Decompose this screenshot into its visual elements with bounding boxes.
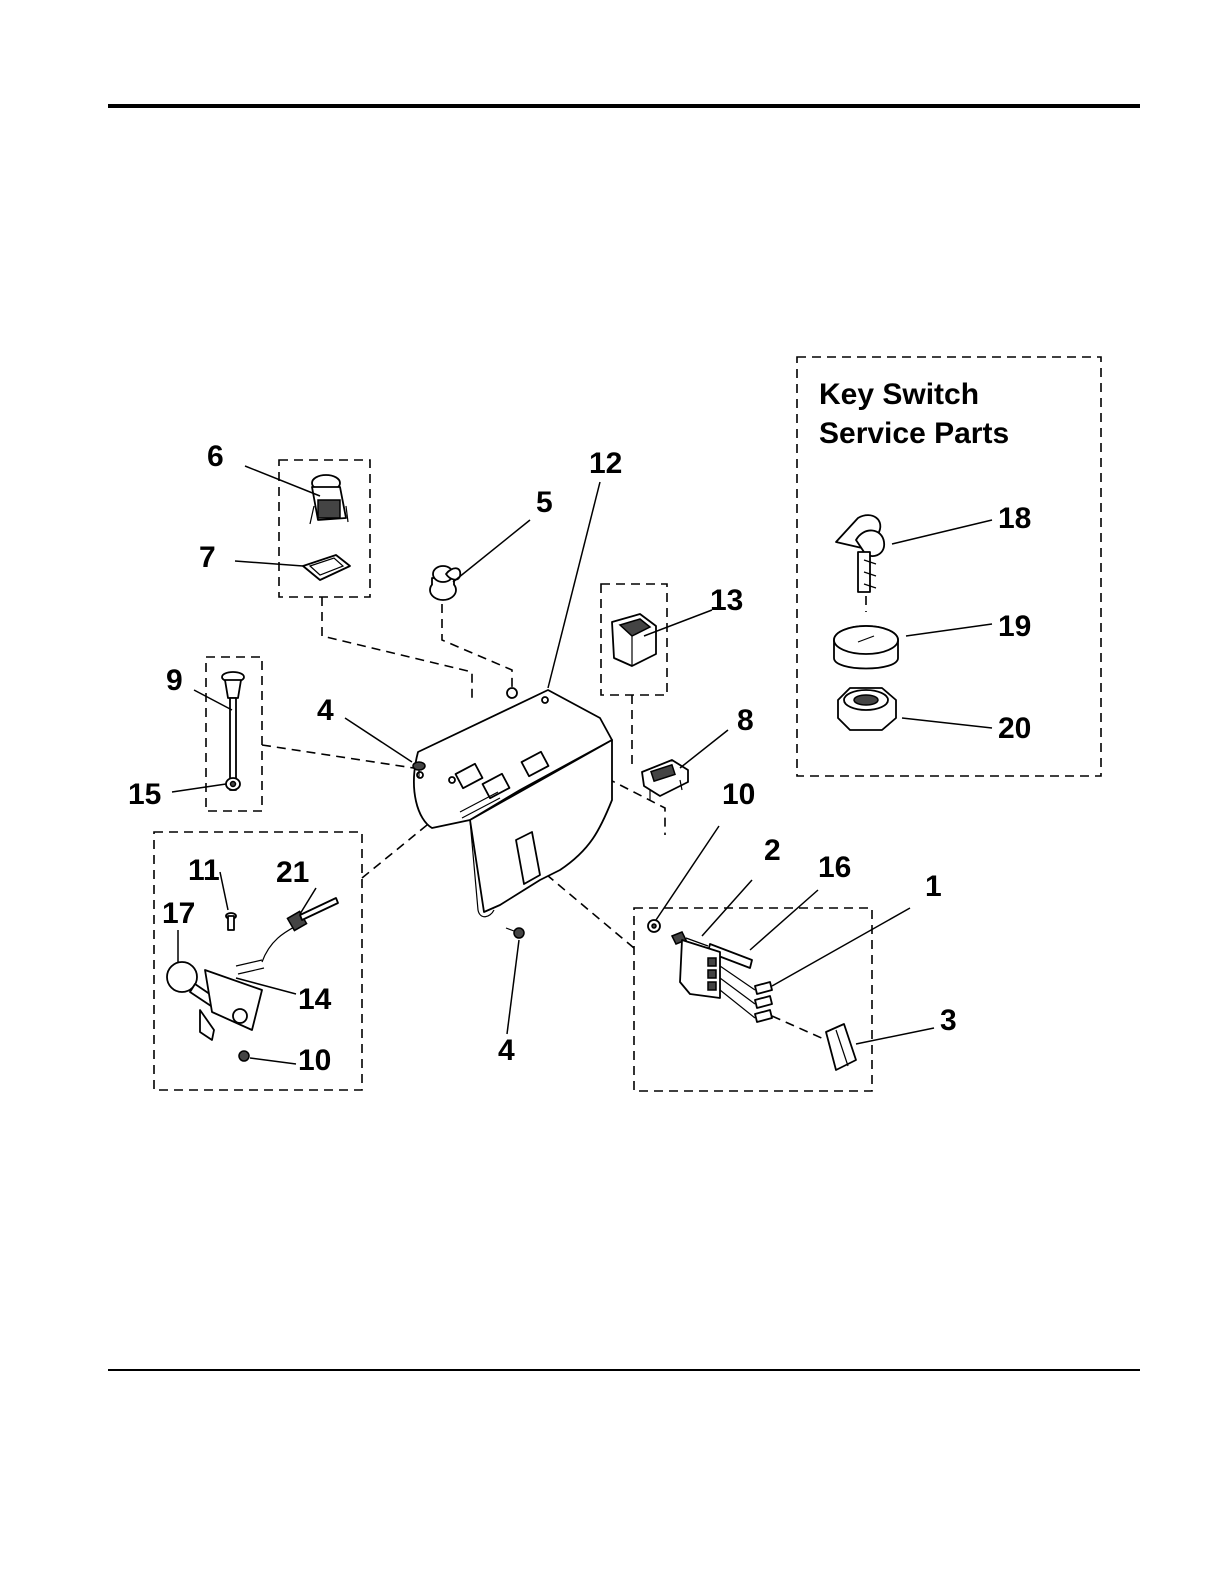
callout-12: 12 bbox=[589, 447, 622, 480]
part-10-nut-connector bbox=[648, 920, 660, 932]
leader-4-upper bbox=[345, 718, 412, 762]
part-21-cable bbox=[262, 898, 338, 962]
callout-20: 20 bbox=[998, 712, 1031, 745]
callout-6: 6 bbox=[207, 440, 224, 473]
part-7-bezel bbox=[303, 555, 350, 580]
callout-16: 16 bbox=[818, 851, 851, 884]
assembly-line-cover bbox=[772, 1016, 826, 1040]
assembly-line-5 bbox=[442, 604, 512, 690]
callout-14: 14 bbox=[298, 983, 332, 1016]
callout-4-upper: 4 bbox=[317, 694, 334, 727]
part-10-nut-throttle bbox=[239, 1051, 249, 1061]
leader-19 bbox=[906, 624, 992, 636]
callout-5: 5 bbox=[536, 486, 553, 519]
callout-2: 2 bbox=[764, 834, 781, 867]
callout-3: 3 bbox=[940, 1004, 957, 1037]
callout-15: 15 bbox=[128, 778, 161, 811]
part-9-choke bbox=[222, 672, 244, 790]
part-13-rocker-switch bbox=[612, 614, 656, 666]
part-11-screw bbox=[226, 913, 236, 930]
assembly-line-connector bbox=[535, 865, 634, 948]
key-switch-title-line2: Service Parts bbox=[819, 417, 1009, 450]
callout-17: 17 bbox=[162, 897, 195, 930]
leader-7 bbox=[235, 561, 303, 566]
leader-15 bbox=[172, 784, 226, 792]
leader-10-throttle bbox=[250, 1058, 296, 1064]
callout-18: 18 bbox=[998, 502, 1031, 535]
callout-1: 1 bbox=[925, 870, 942, 903]
leader-4-lower bbox=[507, 940, 519, 1034]
callout-13: 13 bbox=[710, 584, 743, 617]
part-6-switch bbox=[310, 475, 348, 524]
leader-5 bbox=[453, 520, 530, 582]
control-panel bbox=[414, 688, 612, 917]
leader-12 bbox=[548, 482, 600, 688]
callout-10-throttle: 10 bbox=[298, 1044, 331, 1077]
leader-1 bbox=[772, 908, 910, 986]
callout-4-lower: 4 bbox=[498, 1034, 515, 1067]
leader-8 bbox=[680, 730, 728, 768]
leader-16 bbox=[750, 890, 818, 950]
assembly-line-6 bbox=[322, 597, 472, 700]
leader-20 bbox=[902, 718, 992, 728]
leader-3 bbox=[856, 1028, 934, 1044]
leader-6 bbox=[245, 466, 320, 496]
leader-10-connector bbox=[656, 826, 719, 920]
leader-13 bbox=[644, 610, 712, 636]
leader-11 bbox=[220, 872, 228, 910]
part-20-nut bbox=[838, 688, 896, 730]
key-switch-title-line1: Key Switch bbox=[819, 378, 979, 411]
part-5-key-switch bbox=[430, 566, 460, 600]
part-15-nut bbox=[226, 778, 240, 790]
callout-11: 11 bbox=[188, 854, 220, 887]
callout-10-connector: 10 bbox=[722, 778, 755, 811]
leader-18 bbox=[892, 520, 992, 544]
part-8-switch bbox=[642, 760, 688, 800]
callout-8: 8 bbox=[737, 704, 754, 737]
part-3-cover bbox=[826, 1024, 856, 1070]
callout-21: 21 bbox=[276, 856, 309, 889]
part-18-keys bbox=[836, 515, 884, 612]
callout-7: 7 bbox=[199, 541, 216, 574]
part-19-cap bbox=[834, 626, 898, 669]
part-17-14-throttle-lever bbox=[167, 960, 264, 1040]
callout-19: 19 bbox=[998, 610, 1031, 643]
part-4-screw-lower bbox=[506, 928, 524, 938]
callout-9: 9 bbox=[166, 664, 183, 697]
